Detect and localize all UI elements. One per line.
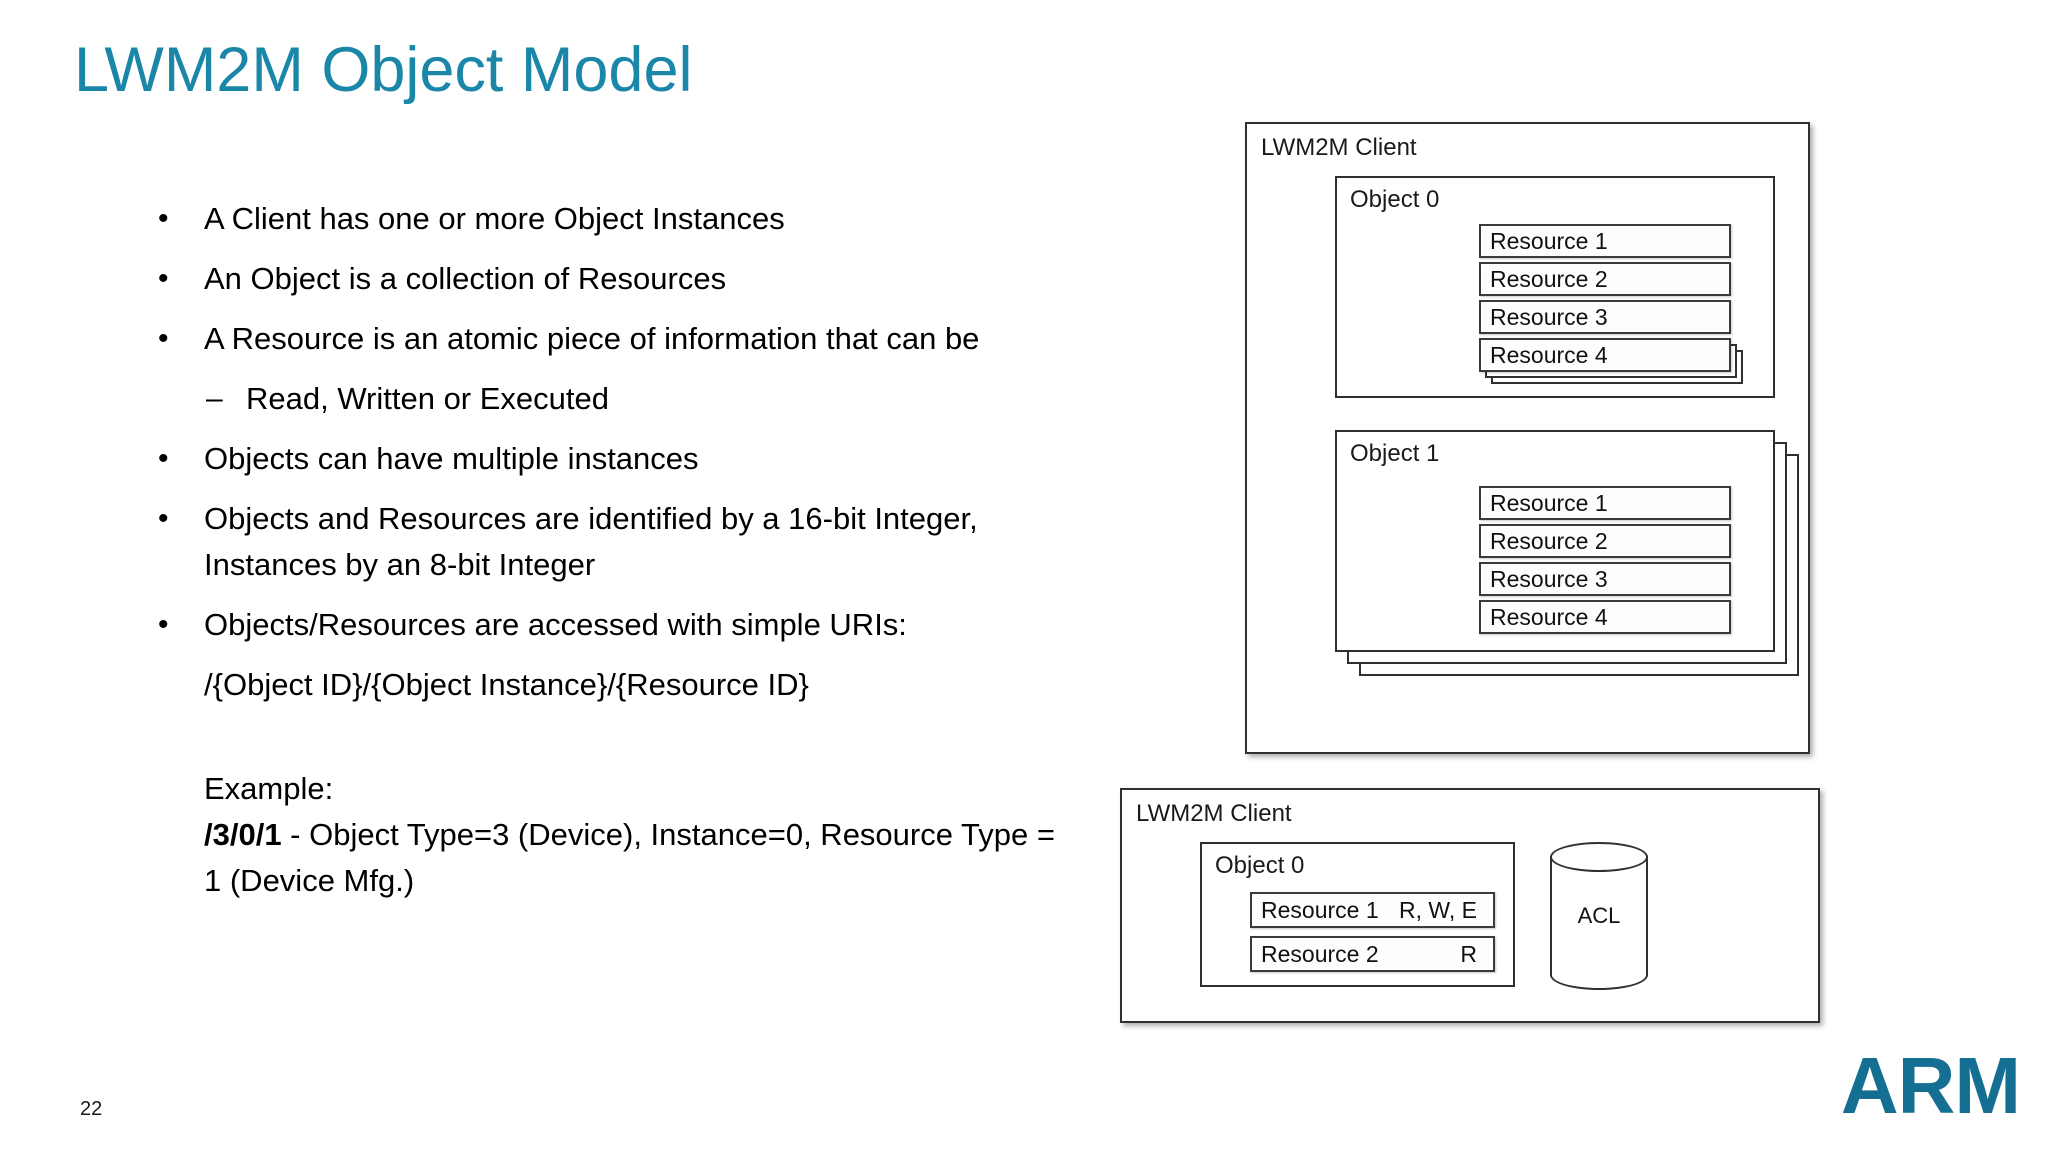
object-label: Object 0	[1350, 186, 1440, 213]
arm-logo: ARM	[1840, 1041, 2021, 1130]
bullet-marker-icon: •	[158, 322, 169, 355]
bullet-text: Objects/Resources are accessed with simp…	[204, 607, 907, 642]
cylinder-top	[1550, 842, 1648, 872]
example-description: - Object Type=3 (Device), Instance=0, Re…	[204, 817, 1055, 898]
page-title: LWM2M Object Model	[74, 35, 693, 105]
sub-list-item: – Read, Written or Executed	[150, 376, 1080, 422]
resource-operations: R	[1460, 940, 1477, 967]
bullet-marker-icon: •	[158, 262, 169, 295]
example-uri: /3/0/1	[204, 817, 282, 852]
sub-bullet-text: Read, Written or Executed	[246, 381, 609, 416]
resource-label: Resource 3	[1490, 303, 1608, 330]
uri-template-text: /{Object ID}/{Object Instance}/{Resource…	[204, 667, 809, 702]
list-item: • Objects can have multiple instances	[150, 436, 1080, 482]
resource-box: Resource 2 R	[1250, 936, 1495, 972]
object-box-0: Object 0 Resource 1 R, W, E Resource 2 R	[1200, 842, 1515, 987]
resource-box: Resource 3	[1479, 562, 1731, 596]
list-item: • A Client has one or more Object Instan…	[150, 196, 1080, 242]
list-item: • A Resource is an atomic piece of infor…	[150, 316, 1080, 362]
resource-label: Resource 1	[1490, 227, 1608, 254]
resource-box: Resource 1	[1479, 486, 1731, 520]
resource-label: Resource 1	[1261, 896, 1379, 923]
example-detail: /3/0/1 - Object Type=3 (Device), Instanc…	[204, 812, 1080, 904]
object-box-0: Object 0 Resource 1 Resource 2 Resource …	[1335, 176, 1775, 398]
bullet-marker-icon: •	[158, 608, 169, 641]
cylinder-body	[1550, 856, 1648, 976]
resource-label: Resource 3	[1490, 565, 1608, 592]
resource-box: Resource 3	[1479, 300, 1731, 334]
acl-label: ACL	[1577, 903, 1621, 928]
acl-database-icon: ACL	[1550, 842, 1648, 990]
bullet-text: A Resource is an atomic piece of informa…	[204, 321, 980, 356]
object-box-1: Object 1 Resource 1 Resource 2 Resource …	[1335, 430, 1775, 652]
client-label: LWM2M Client	[1136, 800, 1292, 827]
object-label: Object 1	[1350, 440, 1440, 467]
resource-label: Resource 2	[1490, 265, 1608, 292]
list-item: • Objects/Resources are accessed with si…	[150, 602, 1080, 648]
bullet-marker-icon: •	[158, 442, 169, 475]
client-box: LWM2M Client Object 0 Resource 1 R, W, E…	[1120, 788, 1820, 1023]
resource-box: Resource 4	[1479, 338, 1731, 372]
bullet-text: A Client has one or more Object Instance…	[204, 201, 785, 236]
object-label: Object 0	[1215, 852, 1305, 879]
resource-label: Resource 4	[1490, 341, 1608, 368]
example-block: Example: /3/0/1 - Object Type=3 (Device)…	[150, 766, 1080, 904]
page-number: 22	[80, 1098, 103, 1120]
resource-box: Resource 1 R, W, E	[1250, 892, 1495, 928]
example-heading: Example:	[204, 771, 334, 806]
client-label: LWM2M Client	[1261, 134, 1417, 161]
bullet-text: An Object is a collection of Resources	[204, 261, 727, 296]
resource-box: Resource 4	[1479, 600, 1731, 634]
resource-box: Resource 2	[1479, 524, 1731, 558]
resource-box: Resource 2	[1479, 262, 1731, 296]
resource-label: Resource 2	[1261, 940, 1379, 967]
list-item: • An Object is a collection of Resources	[150, 256, 1080, 302]
bullet-text: Objects can have multiple instances	[204, 441, 699, 476]
bullet-text: Objects and Resources are identified by …	[204, 501, 978, 582]
client-box: LWM2M Client Object 0 Resource 1 Resourc…	[1245, 122, 1810, 754]
resource-box: Resource 1	[1479, 224, 1731, 258]
bullet-marker-icon: •	[158, 202, 169, 235]
resource-label: Resource 1	[1490, 489, 1608, 516]
resource-operations: R, W, E	[1399, 896, 1477, 923]
lwm2m-client-object-diagram: LWM2M Client Object 0 Resource 1 Resourc…	[1245, 122, 1810, 754]
bullet-list: • A Client has one or more Object Instan…	[150, 196, 1080, 904]
resource-label: Resource 2	[1490, 527, 1608, 554]
list-item: • Objects and Resources are identified b…	[150, 496, 1080, 588]
lwm2m-client-acl-diagram: LWM2M Client Object 0 Resource 1 R, W, E…	[1120, 788, 1820, 1023]
dash-marker-icon: –	[206, 382, 223, 415]
bullet-marker-icon: •	[158, 502, 169, 535]
resource-label: Resource 4	[1490, 603, 1608, 630]
